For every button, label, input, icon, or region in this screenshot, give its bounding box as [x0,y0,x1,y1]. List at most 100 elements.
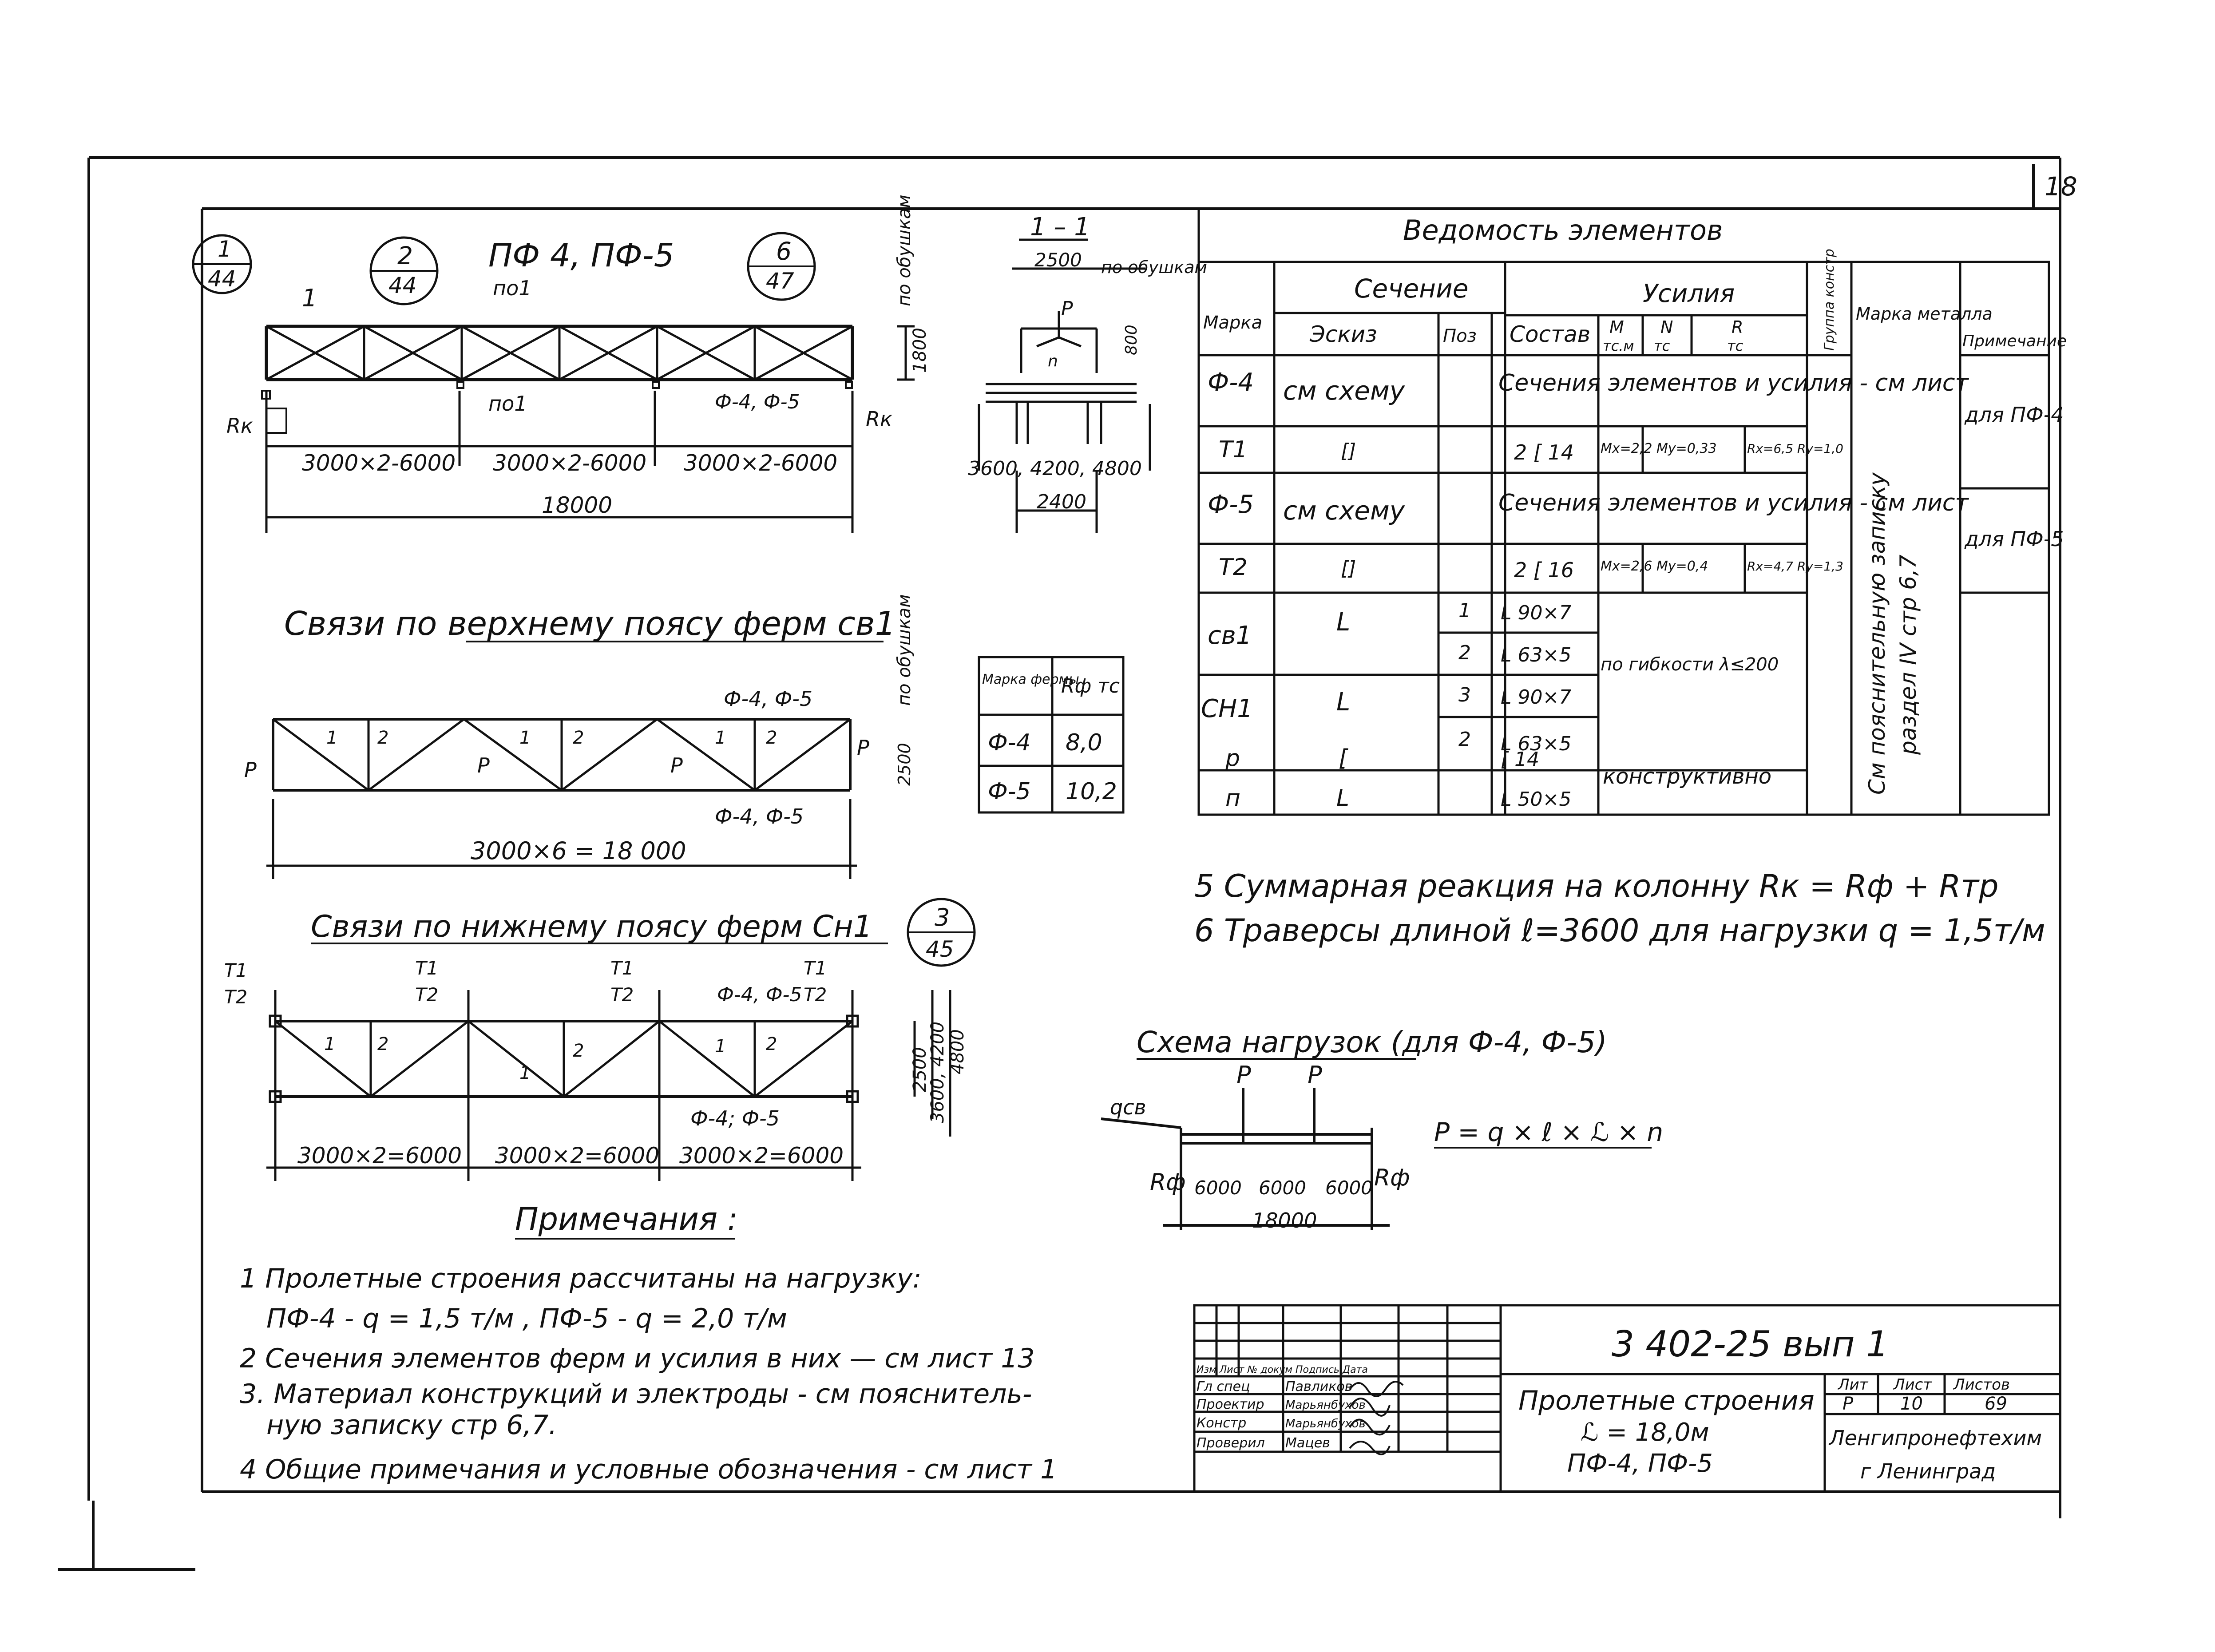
lower-t2-b: Т2 [415,984,438,1006]
row1-marka: Ф-4 [1208,368,1254,397]
load-p-1: P [1236,1061,1251,1089]
truss-support-left [261,381,853,434]
lower-t1-b: Т1 [415,957,438,979]
header-metall: Марка металла [1856,304,1993,324]
note-1a: 1 Пролетные строения рассчитаны на нагру… [240,1263,922,1294]
lower-bar-2b: 2 [573,1041,584,1061]
row5-poz1: 1 [1458,599,1471,622]
upper-vert-note: по обушкам [894,594,915,706]
upper-bar-1b: 1 [519,728,531,748]
row2-eskiz: [] [1341,440,1356,462]
rf-r2-a: Ф-5 [988,778,1031,805]
rf-r1-b: 8,0 [1066,729,1102,756]
section-n: n [1048,352,1058,370]
upper-mark-top: Ф-4, Ф-5 [724,687,812,711]
stamp-name-2: ℒ = 18,0м [1581,1418,1709,1447]
lower-bar-1b: 1 [519,1063,531,1083]
rf-r2-b: 10,2 [1066,778,1117,805]
row3-marka: Ф-5 [1208,490,1254,519]
callout-right-top: 6 [776,237,792,265]
stamp-name-1: Пролетные строения [1518,1385,1815,1416]
upper-bar-2c: 2 [766,728,777,748]
row3-text: Сечения элементов и усилия - см лист [1498,490,1969,516]
lower-dim-3: 3000×2=6000 [679,1143,844,1169]
truss-reaction-right: Rк [866,407,892,431]
lower-bar-2a: 2 [377,1034,388,1054]
lower-callout-top: 3 [935,903,950,931]
note-6: 6 Траверсы длиной ℓ=3600 для нагрузки q … [1194,912,2045,949]
header-M-unit: тс.м [1603,337,1634,354]
page-number: 18 [2045,171,2077,202]
notes-block: Примечания : 1 Пролетные строения рассчи… [240,1201,1057,1485]
table-title: Ведомость элементов [1403,214,1723,246]
row3-eskiz: см схему [1283,495,1405,526]
upper-bar-1c: 1 [715,728,726,748]
row5-marka: св1 [1208,621,1252,650]
rf-h1: Марка фермы [982,672,1079,687]
stamp-role-4: Проверил [1197,1435,1265,1451]
upper-p-right: P [857,736,869,760]
section-1-1: 1 – 1 2500 по обушкам P n 800 3600, 4200… [968,213,1207,533]
section-dims-bottom: 3600, 4200, 4800 [968,457,1142,480]
lower-dim-1: 3000×2=6000 [297,1143,462,1169]
row5-eskiz: L [1336,608,1350,637]
section-dim-bottom: 2400 [1037,491,1086,513]
row2-M: Mx=2,2 My=0,33 [1601,441,1717,456]
upper-mark-bottom: Ф-4, Ф-5 [715,804,804,828]
header-poz: Поз [1443,326,1477,346]
row6-sostav2: L 63×5 [1501,733,1571,755]
load-title: Схема нагрузок (для Ф-4, Ф-5) [1137,1025,1607,1059]
lower-mark-top: Ф-4, Ф-5 [717,983,802,1006]
truss-bottom-label: по1 [488,392,527,416]
header-M: M [1609,317,1624,337]
load-formula: P = q × ℓ × ℒ × n [1434,1117,1663,1147]
load-rf-right: Rф [1374,1165,1410,1191]
callout-left-bottom: 44 [208,266,236,292]
row4-sostav: 2 [ 16 [1514,558,1574,582]
note-3b: ную записку стр 6,7. [266,1410,557,1441]
truss-dim-1: 3000×2-6000 [302,450,456,476]
lower-dim-2: 3000×2=6000 [495,1143,659,1169]
header-eskiz: Эскиз [1309,321,1377,347]
load-rf-left: Rф [1150,1169,1186,1196]
lower-mark-bottom: Ф-4; Ф-5 [690,1106,780,1130]
truss-title: ПФ 4, ПФ-5 [488,237,674,274]
flex-note: по гибкости λ≤200 [1601,654,1779,675]
upper-p-mid: P [477,753,490,777]
truss-total: 18000 [542,492,612,518]
stamp-person-4: Мацев [1285,1435,1330,1451]
sheet-frame [58,156,2061,1571]
upper-p-left: P [244,758,257,782]
stamp-sheet: 10 [1900,1394,1923,1414]
truss-elevation: 1 44 2 44 6 47 ПФ 4, ПФ-5 1 по1 по1 по о… [192,194,930,533]
lower-callout-bottom: 45 [926,936,954,962]
vertical-note-2: раздел IV стр 6,7 [1895,555,1921,755]
row4-eskiz: [] [1341,557,1356,580]
section-note: по обушкам [1101,258,1207,277]
stamp-stage: Р [1843,1394,1854,1414]
truss-mark: Ф-4, Ф-5 [715,391,800,413]
stamp-role-2: Проектир [1197,1397,1264,1412]
header-sechenie: Сечение [1354,273,1468,304]
upper-braces: Связи по верхнему поясу ферм св1 Ф-4, Ф-… [244,594,915,879]
lower-t2-c: Т2 [610,984,634,1006]
row8-eskiz: L [1336,785,1349,812]
header-prim: Примечание [1962,332,2067,350]
callout-right-bottom: 47 [766,268,794,294]
lower-t2-d: Т2 [804,984,827,1006]
lower-dim-b: 3600, 4200 [927,1022,948,1123]
lower-t1-d: Т1 [804,957,827,979]
row5-sostav1: L 90×7 [1501,602,1571,624]
section-mark: 1 [302,284,317,312]
note-2: 2 Сечения элементов ферм и усилия в них … [240,1343,1035,1374]
signature-marks [1349,1381,1404,1455]
header-R-unit: тс [1727,337,1743,354]
upper-bar-2a: 2 [377,728,388,748]
truss-reaction-left: Rк [226,414,253,438]
load-scheme: Схема нагрузок (для Ф-4, Ф-5) qсв P P P … [1101,1025,1663,1232]
row2-marka: Т1 [1219,436,1248,463]
header-N-unit: тс [1654,337,1670,354]
upper-braces-title: Связи по верхнему поясу ферм св1 [284,605,896,643]
stamp-org-2: г Ленинград [1860,1459,1996,1483]
truss-vertical-note: по обушкам [894,194,915,306]
